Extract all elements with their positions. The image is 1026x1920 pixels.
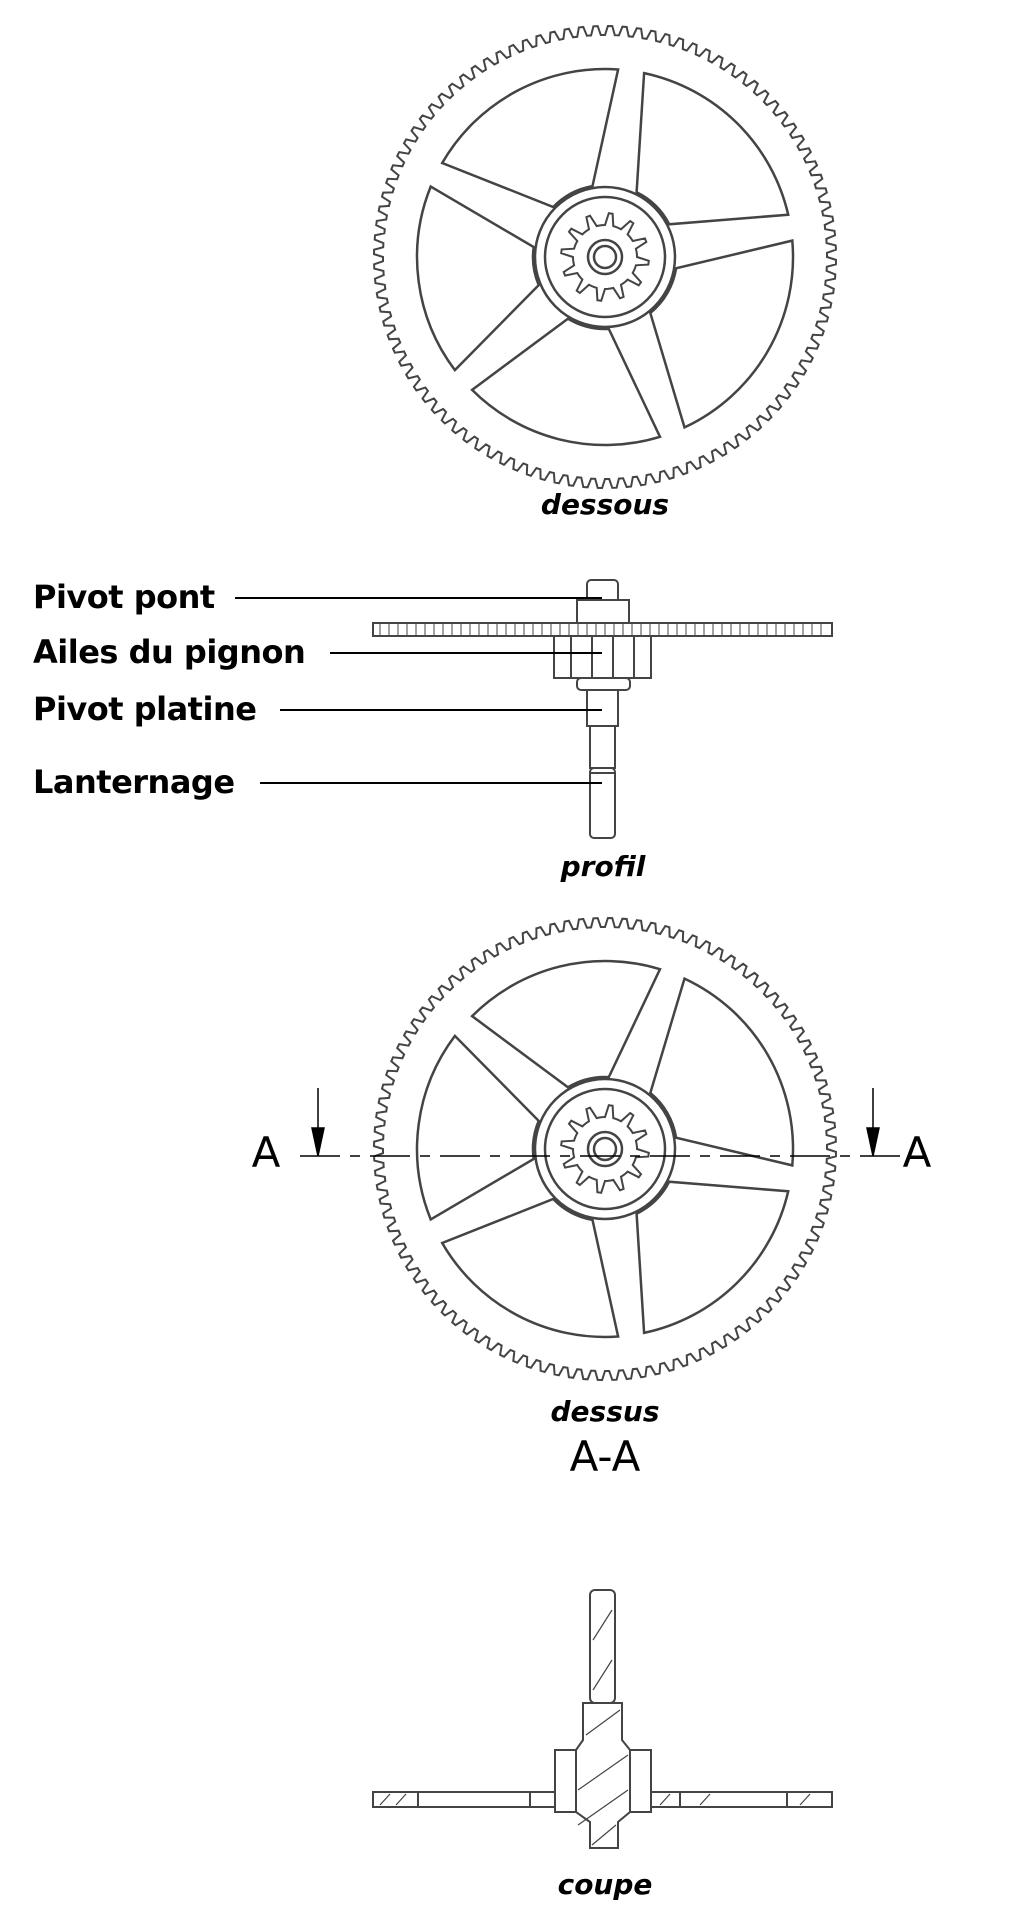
label-pivot-pont: Pivot pont [33, 578, 215, 616]
section-arbor [575, 1702, 631, 1849]
lower-pivot [586, 689, 619, 727]
wheel-section-view [372, 1589, 833, 1849]
wheel-top-view [372, 916, 838, 1382]
wheel-window [470, 317, 662, 447]
gear-teeth [372, 916, 838, 1382]
caption-profil: profil [560, 850, 646, 883]
label-ailes-du-pignon: Ailes du pignon [33, 633, 306, 671]
pinion-leaves [553, 635, 652, 679]
arbor-hole [586, 238, 624, 276]
section-line [300, 1088, 905, 1157]
pinion-leaves [560, 1104, 650, 1194]
label-pivot-platine: Pivot platine [33, 690, 257, 728]
leader-lines [235, 597, 602, 784]
wheel-rim-profile [372, 622, 833, 637]
caption-dessous: dessous [540, 488, 670, 521]
pinion-leaves [560, 212, 650, 302]
upper-collar [576, 599, 630, 624]
shaft [589, 725, 616, 769]
wheel-bottom-view [372, 24, 838, 490]
hub-ring [533, 1077, 677, 1221]
caption-dessus: dessus [550, 1395, 660, 1428]
wheel-window [648, 239, 795, 430]
wheel-window [635, 71, 790, 226]
section-title: A-A [569, 1432, 641, 1481]
section-marker-right: A [902, 1128, 932, 1177]
arbor-hole [586, 1130, 624, 1168]
section-upper-shaft [589, 1589, 616, 1704]
wheel-window [415, 1033, 541, 1222]
wheel-window [648, 976, 795, 1167]
hub-ring [543, 195, 667, 319]
wheel-window [415, 184, 541, 373]
section-marker-left: A [251, 1128, 281, 1177]
label-lanternage: Lanternage [33, 763, 235, 801]
hub-ring [533, 185, 677, 329]
wheel-window [440, 67, 620, 209]
wheel-profile-view [372, 579, 833, 839]
wheel-window [440, 1197, 620, 1339]
arbor-hole [592, 1136, 618, 1162]
arbor-hole [592, 244, 618, 270]
gear-teeth [372, 24, 838, 490]
wheel-window [470, 959, 662, 1089]
pinion-collar [576, 677, 631, 691]
hub-ring [543, 1087, 667, 1211]
wheel-window [635, 1180, 790, 1335]
lantern-shaft [589, 767, 616, 839]
caption-coupe: coupe [557, 1868, 653, 1901]
